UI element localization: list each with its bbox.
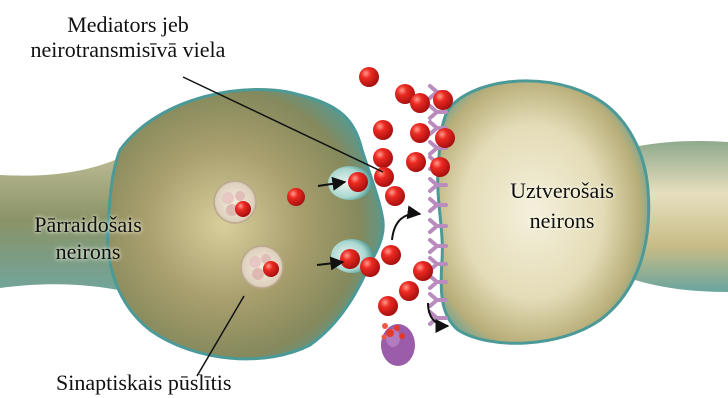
neurotransmitter-molecule: [406, 152, 426, 172]
neurotransmitter-molecule: [413, 261, 433, 281]
mediator-label-line1: Mediators jeb: [2, 12, 254, 37]
transmitting-neuron-label: Pārraidošais neirons: [2, 211, 174, 265]
transmitting-neuron-label-line1: Pārraidošais: [2, 211, 174, 238]
neurotransmitter-molecule: [359, 67, 379, 87]
binding-arrow-upper: [392, 214, 420, 240]
neurotransmitter-molecule: [399, 281, 419, 301]
synaptic-vesicle-label: Sinaptiskais pūslītis: [56, 370, 231, 395]
neurotransmitter-molecule: [433, 90, 453, 110]
neurotransmitter-molecule: [340, 249, 360, 269]
neurotransmitter-molecule: [410, 123, 430, 143]
neurotransmitter-molecule: [373, 120, 393, 140]
neurotransmitter-molecule: [374, 167, 394, 187]
vesicle-upper: [214, 181, 256, 223]
neurotransmitter-molecule: [348, 172, 368, 192]
neurotransmitter-molecule: [373, 148, 393, 168]
receiving-neuron-label-line2: neirons: [492, 206, 632, 236]
free-molecule-in-terminal: [287, 188, 305, 206]
neurotransmitter-molecule: [381, 245, 401, 265]
enzyme-blob: [381, 323, 415, 366]
neurotransmitter-molecule: [430, 157, 450, 177]
neurotransmitter-molecule: [385, 186, 405, 206]
mediator-label-line2: neirotransmisīvā viela: [2, 37, 254, 62]
transmitting-neuron-label-line2: neirons: [2, 238, 174, 265]
neurotransmitter-molecule: [410, 93, 430, 113]
neurotransmitter-molecule: [360, 257, 380, 277]
vesicle-lower: [241, 246, 283, 288]
mediator-label: Mediators jeb neirotransmisīvā viela: [2, 12, 254, 62]
neurotransmitter-molecule: [435, 128, 455, 148]
receiving-neuron-label-line1: Uztverošais: [492, 176, 632, 206]
neurotransmitter-molecule: [378, 296, 398, 316]
receiving-neuron-label: Uztverošais neirons: [492, 176, 632, 236]
